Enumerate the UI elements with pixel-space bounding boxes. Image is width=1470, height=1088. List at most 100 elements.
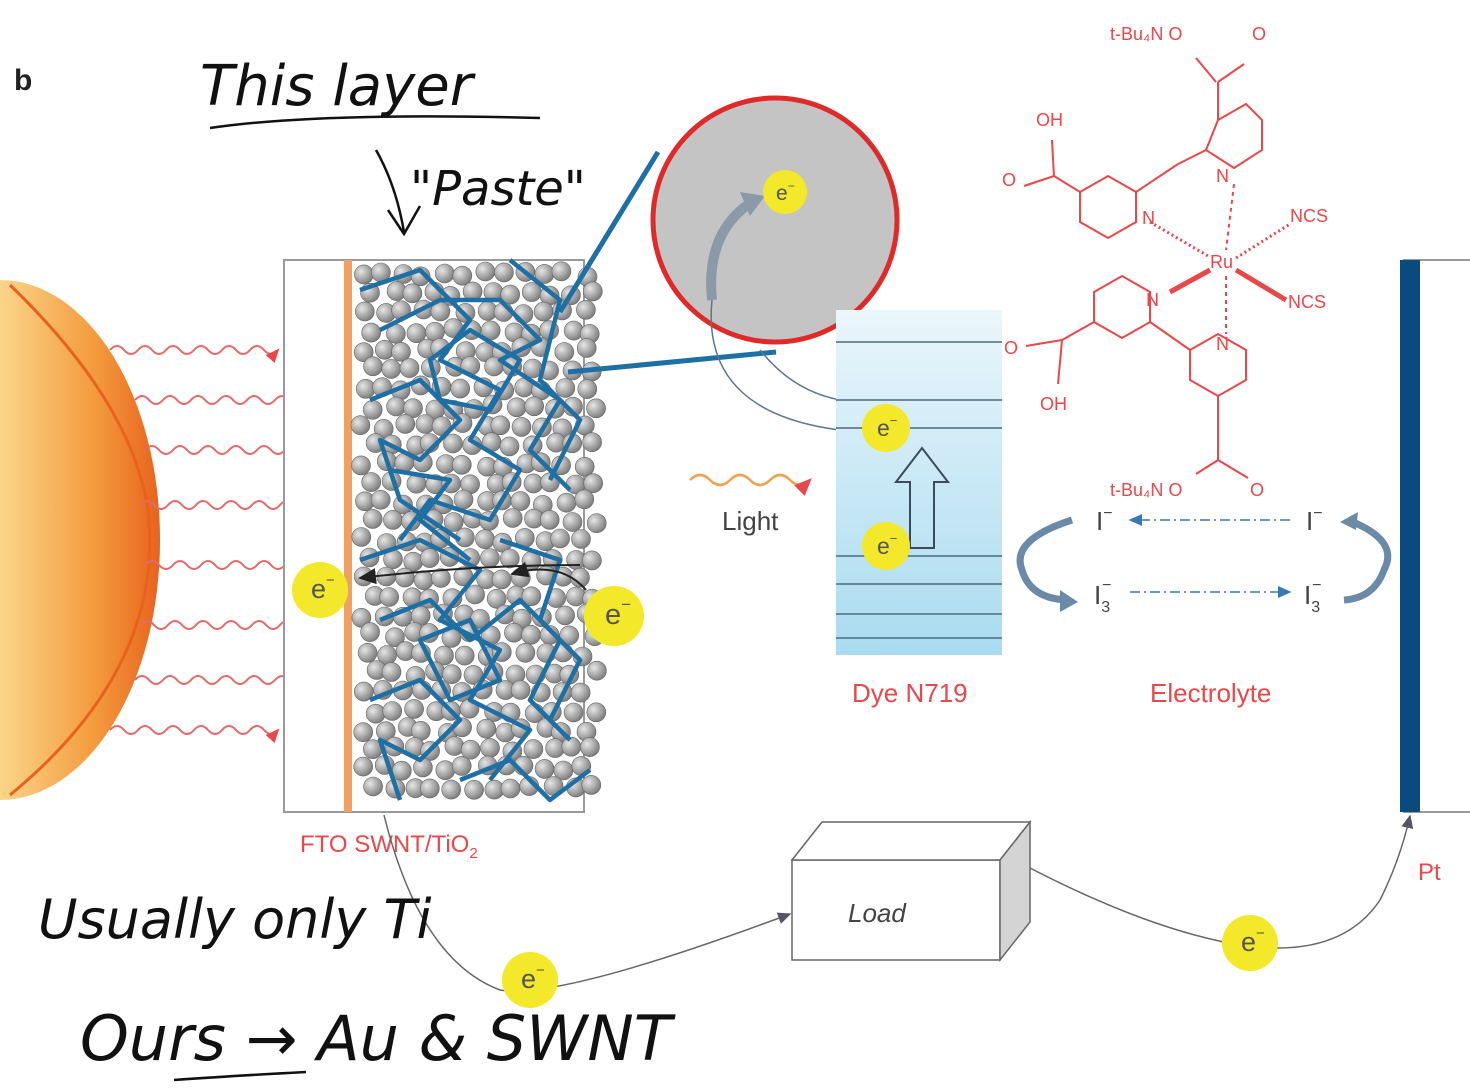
tio2-particle bbox=[521, 586, 542, 607]
tio2-particle bbox=[576, 299, 596, 320]
tio2-particle bbox=[431, 568, 451, 588]
tio2-particle bbox=[511, 417, 532, 437]
sun-edge bbox=[8, 283, 152, 797]
fto-layer bbox=[344, 260, 352, 812]
tio2-particle bbox=[441, 779, 462, 800]
tio2-particle bbox=[586, 398, 606, 419]
tio2-particle bbox=[524, 396, 545, 417]
note-this-layer: This layer bbox=[200, 54, 476, 119]
electron-icon: e− bbox=[502, 952, 558, 1008]
magnified-particle bbox=[650, 95, 900, 345]
tio2-particle bbox=[571, 529, 591, 549]
tio2-particle bbox=[386, 396, 406, 417]
electron-charge: − bbox=[621, 595, 631, 614]
tio2-particle bbox=[434, 263, 455, 284]
light-label: Light bbox=[722, 506, 779, 536]
tio2-particle bbox=[382, 701, 403, 721]
tio2-particle bbox=[563, 320, 584, 341]
regeneration-arrow-left bbox=[1016, 516, 1074, 604]
tio2-particle bbox=[361, 322, 382, 343]
excitation-arrow bbox=[706, 195, 758, 301]
tio2-particle bbox=[574, 489, 595, 510]
electrolyte-label: Electrolyte bbox=[1150, 678, 1271, 708]
injection-path-1 bbox=[710, 299, 862, 438]
tio2-particle bbox=[350, 415, 371, 436]
svg-text:NCS: NCS bbox=[1288, 292, 1326, 312]
tio2-particle bbox=[453, 489, 474, 510]
svg-text:O: O bbox=[1250, 480, 1264, 500]
electron-icon: e− bbox=[1222, 915, 1278, 971]
svg-text:NCS: NCS bbox=[1290, 206, 1328, 226]
svg-text:Ru: Ru bbox=[1210, 252, 1233, 272]
tio2-particle bbox=[582, 281, 603, 302]
tio2-particle bbox=[351, 607, 372, 628]
svg-text:N: N bbox=[1216, 166, 1229, 186]
tio2-particle bbox=[391, 760, 412, 781]
svg-text:OH: OH bbox=[1040, 394, 1067, 414]
tio2-particle bbox=[566, 586, 586, 607]
svg-text:N: N bbox=[1146, 290, 1159, 310]
tio2-particle bbox=[451, 454, 472, 475]
tio2-particle bbox=[563, 702, 584, 723]
tio2-particle bbox=[370, 489, 391, 510]
tio2-particle bbox=[533, 301, 554, 322]
note-ours-au-swnt: Ours → Au & SWNT bbox=[80, 1002, 676, 1075]
tio2-particle bbox=[402, 283, 423, 304]
tio2-particle bbox=[413, 570, 434, 591]
tio2-particle bbox=[452, 265, 473, 286]
tio2-particle bbox=[580, 737, 600, 757]
tio2-particle bbox=[555, 605, 575, 626]
tio2-particle bbox=[435, 760, 456, 781]
electron-charge: − bbox=[890, 531, 898, 546]
tio2-particle bbox=[443, 433, 463, 454]
electron-dot bbox=[862, 522, 910, 570]
tio2-particle bbox=[441, 664, 462, 685]
tio2-particle bbox=[534, 759, 555, 779]
tio2-particle bbox=[351, 455, 371, 476]
tio2-particle bbox=[362, 509, 383, 529]
tio2-particle bbox=[444, 736, 465, 756]
sunlight-wave bbox=[134, 675, 305, 693]
sunlight-wave bbox=[134, 395, 305, 413]
iodide-left: I− bbox=[1096, 505, 1113, 536]
electron-icon: e− bbox=[862, 522, 910, 570]
electron-dot bbox=[1222, 915, 1278, 971]
electron-dot bbox=[763, 170, 807, 214]
tio2-particle bbox=[399, 358, 420, 378]
sunlight-wave bbox=[109, 725, 280, 743]
tio2-particle bbox=[361, 472, 382, 492]
tio2-particle bbox=[510, 491, 531, 511]
electron-charge: − bbox=[536, 962, 545, 979]
fto-swnt-tio2-label: FTO SWNT/TiO2 bbox=[300, 831, 478, 862]
tio2-particle bbox=[523, 739, 544, 759]
tio2-particle bbox=[419, 778, 440, 799]
tio2-particle bbox=[494, 262, 514, 283]
tio2-particle bbox=[521, 624, 541, 645]
tio2-particle bbox=[413, 757, 433, 778]
electron-icon: e− bbox=[292, 562, 348, 618]
electron-charge: − bbox=[326, 572, 335, 589]
sunlight-wave bbox=[139, 500, 310, 518]
tio2-particle bbox=[480, 738, 500, 758]
note-underline-2 bbox=[173, 1070, 307, 1082]
dye-excitation-arrow bbox=[893, 446, 951, 549]
dye-label: Dye N719 bbox=[852, 678, 968, 708]
tio2-particle bbox=[434, 645, 454, 666]
note-arrow bbox=[374, 149, 422, 237]
tio2-particle bbox=[577, 379, 598, 399]
tio2-particle bbox=[502, 508, 523, 528]
svg-text:t-Bu₄N O: t-Bu₄N O bbox=[1110, 480, 1182, 500]
handwritten-notes: This layer "Paste" Usually only Ti Ours … bbox=[38, 54, 676, 1082]
tio2-particle bbox=[385, 627, 405, 648]
svg-text:O: O bbox=[1252, 24, 1266, 44]
electron-icon: e− bbox=[763, 170, 807, 214]
tio2-particle bbox=[486, 588, 507, 609]
tio2-particle bbox=[562, 512, 583, 532]
triiodide-right: I3− bbox=[1304, 577, 1321, 616]
electron-icon: e− bbox=[584, 586, 644, 646]
tio2-particle bbox=[363, 776, 383, 797]
tio2-particle bbox=[563, 396, 583, 417]
tio2-particle bbox=[464, 779, 484, 800]
electrolyte-cycle: I− I− I3− I3− bbox=[1016, 505, 1392, 616]
